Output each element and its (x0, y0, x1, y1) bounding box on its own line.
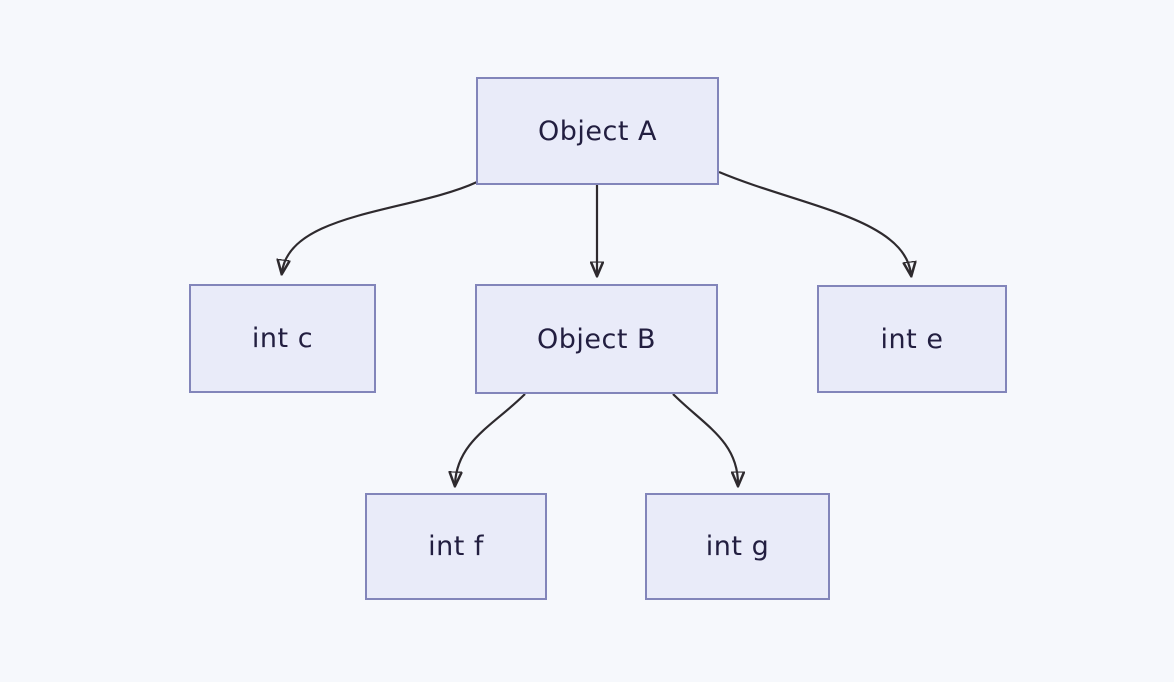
node-int-g: int g (645, 493, 830, 600)
node-int-c: int c (189, 284, 376, 393)
edge-object-b-to-int-g (672, 393, 738, 484)
node-int-f: int f (365, 493, 547, 600)
node-label: int e (880, 323, 944, 355)
node-label: int g (705, 531, 770, 562)
edge-object-b-to-int-f (455, 393, 526, 484)
node-label: Object A (538, 115, 657, 147)
node-label: int c (251, 323, 314, 354)
node-object-b: Object B (475, 284, 718, 394)
node-object-a: Object A (476, 77, 719, 185)
node-label: int f (428, 531, 484, 562)
edge-object-a-to-int-c (282, 181, 478, 272)
node-label: Object B (536, 323, 657, 355)
edge-object-a-to-int-e (718, 170, 911, 274)
node-int-e: int e (817, 285, 1007, 393)
